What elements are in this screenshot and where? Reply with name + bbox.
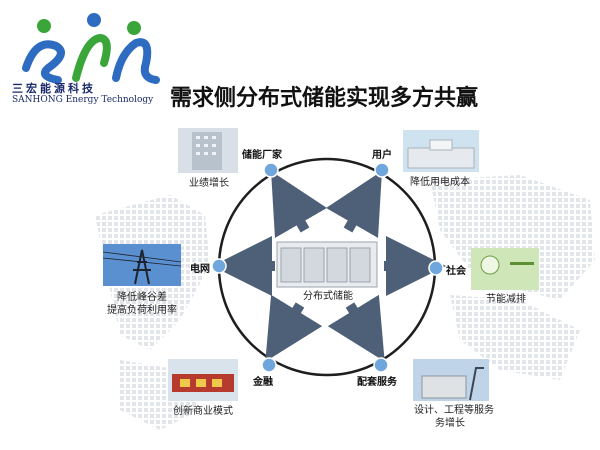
services-caption-line1: 设计、工程等服务 [414, 405, 494, 416]
finance-sign-image [168, 359, 238, 401]
grid-caption-line2: 提高负荷利用率 [107, 305, 177, 316]
user-factory-image [403, 130, 479, 172]
center-label: 分布式储能 [303, 291, 353, 302]
node-society-dot [428, 260, 444, 276]
page-title: 需求侧分布式储能实现多方共赢 [170, 86, 479, 111]
arrow-to-finance [265, 294, 323, 362]
node-grid-label: 电网 [190, 264, 210, 275]
power-tower-image [102, 244, 182, 286]
node-grid-dot [211, 258, 227, 274]
company-logo [22, 13, 160, 84]
node-user-dot [374, 162, 390, 178]
factory-building-image [178, 128, 238, 173]
node-finance-dot [261, 357, 277, 373]
node-services-label: 配套服务 [357, 377, 397, 388]
producer-caption: 业绩增长 [189, 178, 229, 189]
construction-site-image [413, 359, 489, 401]
user-caption: 降低用电成本 [410, 177, 470, 188]
finance-caption: 创新商业模式 [173, 406, 233, 417]
node-services-dot [373, 357, 389, 373]
light-bulb-image [471, 248, 539, 290]
node-producer-dot [263, 162, 279, 178]
node-finance-label: 金融 [253, 377, 273, 388]
arrow-to-producer [271, 171, 327, 238]
society-caption: 节能减排 [486, 294, 526, 305]
node-user-label: 用户 [372, 150, 392, 161]
logo-chinese-name: 三宏能源科技 [12, 82, 96, 95]
node-society-label: 社会 [446, 266, 466, 277]
arrow-to-services [327, 294, 385, 362]
services-caption-line2: 务增长 [435, 418, 465, 429]
grid-caption-line1: 降低峰谷差 [117, 292, 167, 303]
storage-container-image [276, 241, 378, 288]
logo-english-name: SANHONG Energy Technology [12, 95, 154, 105]
arrow-to-user [326, 171, 382, 238]
node-producer-label: 储能厂家 [242, 150, 282, 161]
